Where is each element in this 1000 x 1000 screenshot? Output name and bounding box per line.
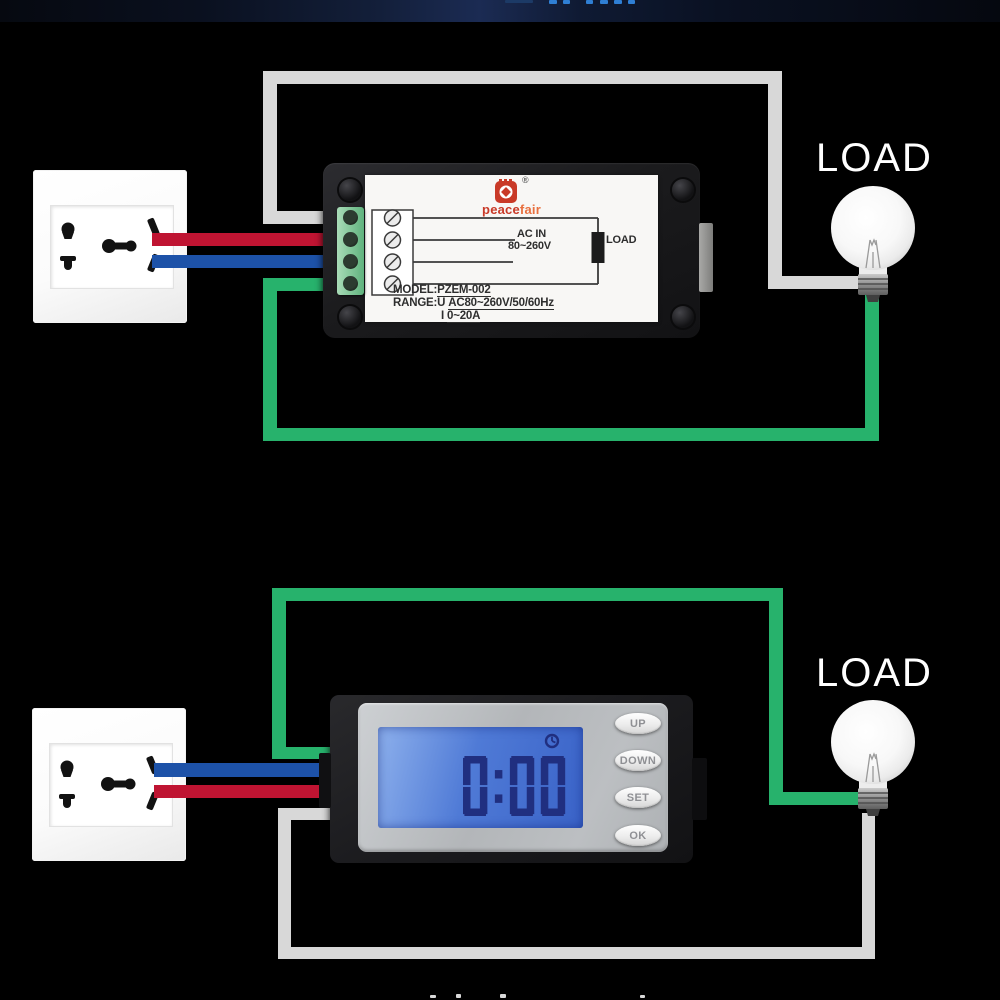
load-label: LOAD [816, 651, 933, 695]
neutral-wire-gray-seg2 [263, 71, 277, 224]
current-value: 0~20A [447, 310, 481, 323]
load-wire-green-b-seg2 [272, 588, 286, 759]
banner-glyph-fragment [549, 0, 557, 4]
terminal-screw-symbols [383, 209, 402, 293]
terminal-hole [343, 254, 358, 269]
neutral-wire-blue-b [154, 763, 332, 777]
current-line: I 0~20A [393, 310, 554, 323]
load-wire-green-seg2 [263, 278, 277, 441]
mounting-tab [699, 223, 713, 292]
bulb-filament [865, 238, 881, 269]
brand-name: peacefair [365, 202, 658, 217]
range-value: AC80~260V/50/60Hz [448, 297, 554, 310]
current-prefix: I [441, 310, 444, 322]
banner-glyph-fragment [640, 995, 645, 998]
socket-inner-panel [50, 205, 174, 289]
case-screw-icon [672, 179, 694, 201]
lcd-digit-readout [463, 756, 566, 816]
neutral-wire-gray-b-seg3 [278, 947, 875, 959]
power-meter-front: UP DOWN SET OK [319, 695, 707, 863]
load-wire-green-b-seg4 [769, 588, 783, 805]
mounting-tab [692, 758, 707, 820]
socket-holes [59, 755, 159, 811]
case-screw-icon [339, 306, 361, 328]
terminal-hole [343, 232, 358, 247]
footer-banner-strip [290, 987, 710, 1000]
up-button: UP [615, 713, 661, 734]
load-resistor-symbol [591, 232, 605, 263]
socket-hole-blade-top [147, 217, 160, 237]
terminal-hole [343, 276, 358, 291]
model-value: PZEM-002 [437, 284, 491, 297]
meter-front-panel: UP DOWN SET OK [358, 703, 668, 852]
terminal-block [337, 207, 364, 295]
light-bulb [831, 186, 915, 302]
banner-glyph-fragment [614, 0, 622, 4]
neutral-wire-gray-b-seg4 [862, 813, 875, 959]
brand-part-peace: peace [482, 202, 520, 217]
live-wire-red-b [154, 785, 332, 798]
label-spec-block: MODEL:PZEM-002 RANGE:U AC80~260V/50/60Hz… [393, 284, 554, 323]
top-banner-strip [0, 0, 1000, 22]
light-bulb [831, 700, 915, 816]
neutral-wire-blue [152, 255, 345, 268]
neutral-wire-gray-b-seg2 [278, 808, 291, 959]
neutral-wire-gray-seg5 [768, 276, 865, 289]
bulb-filament [865, 752, 881, 783]
peacefair-logo-icon [495, 179, 517, 203]
banner-glyph-fragment [563, 0, 570, 4]
socket-holes [60, 217, 160, 273]
banner-glyph-fragment [500, 994, 506, 998]
case-screw-icon [339, 179, 361, 201]
socket-hole-t-pin [60, 256, 76, 261]
brand-part-fair: fair [519, 202, 541, 217]
neutral-wire-gray-seg4 [768, 71, 782, 289]
label-schematic [371, 209, 605, 296]
internal-load-label: LOAD [606, 234, 637, 246]
registered-trademark: ® [522, 175, 529, 185]
terminal-cover-tab [319, 753, 331, 808]
load-wire-green-seg4 [865, 294, 879, 441]
load-label: LOAD [816, 136, 933, 180]
model-line: MODEL:PZEM-002 [393, 284, 554, 297]
banner-glyph-fragment [430, 995, 436, 998]
neutral-wire-gray-seg3 [263, 71, 782, 84]
load-wire-green-seg3 [263, 428, 879, 441]
ac-range-label: 80~260V [508, 240, 551, 252]
model-prefix: MODEL: [393, 284, 438, 296]
banner-glyph-fragment [628, 0, 635, 4]
power-meter-back: ® peacefair [323, 163, 713, 338]
load-wire-green-b-seg1 [276, 747, 333, 759]
ok-button: OK [615, 825, 661, 846]
wall-socket [33, 170, 187, 323]
socket-inner-panel [49, 743, 173, 827]
banner-glyph-fragment [586, 0, 593, 4]
clock-icon [544, 733, 560, 749]
meter-label: ® peacefair [365, 175, 658, 323]
banner-glyph-fragment [456, 994, 461, 998]
neutral-wire-gray-b-seg1 [278, 808, 332, 820]
case-screw-icon [672, 306, 694, 328]
lcd-display [378, 727, 583, 828]
ac-in-label: AC IN [517, 228, 546, 240]
live-wire-red [152, 233, 345, 246]
load-wire-green-b-seg5 [769, 792, 861, 805]
range-prefix: RANGE:U [393, 297, 446, 309]
banner-glow [505, 0, 533, 3]
terminal-hole [343, 210, 358, 225]
wall-socket [32, 708, 186, 861]
down-button: DOWN [615, 750, 661, 771]
range-line: RANGE:U AC80~260V/50/60Hz [393, 297, 554, 310]
set-button: SET [615, 787, 661, 808]
load-wire-green-b-seg3 [272, 588, 783, 601]
banner-glyph-fragment [600, 0, 608, 4]
